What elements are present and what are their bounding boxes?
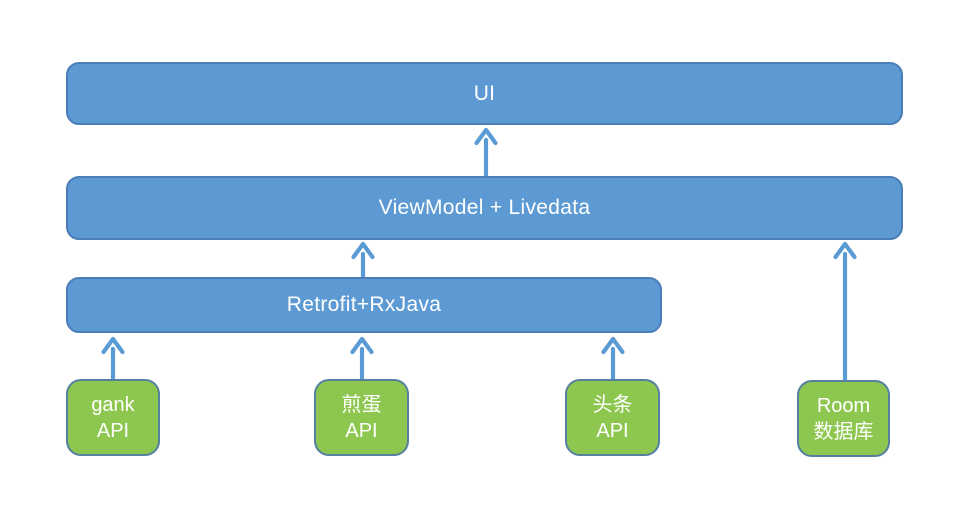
arrow-jiandan-to-retrofit [350, 336, 374, 381]
ui-node: UI [66, 62, 903, 125]
toutiao-api-node-label-line2: API [596, 419, 629, 442]
gank-api-node: gank API [66, 379, 160, 456]
room-database-node-label-line2: 数据库 [813, 420, 874, 443]
jiandan-api-node-label-line1: 煎蛋 [341, 393, 382, 416]
jiandan-api-node: 煎蛋 API [314, 379, 409, 456]
arrow-viewmodel-to-ui [474, 127, 498, 179]
toutiao-api-node: 头条 API [565, 379, 660, 456]
retrofit-rxjava-node-label: Retrofit+RxJava [286, 293, 442, 316]
gank-api-node-label-line2: API [96, 419, 130, 442]
viewmodel-livedata-node-label: ViewModel + Livedata [378, 196, 591, 219]
ui-node-label: UI [473, 81, 496, 105]
arrow-retrofit-to-viewmodel [351, 241, 375, 279]
gank-api-node-label-line1: gank [91, 393, 135, 416]
room-database-node: Room 数据库 [797, 380, 890, 457]
retrofit-rxjava-node: Retrofit+RxJava [66, 277, 662, 333]
viewmodel-livedata-node: ViewModel + Livedata [66, 176, 903, 240]
jiandan-api-node-label-line2: API [345, 419, 378, 442]
arrow-room-to-viewmodel [833, 241, 857, 382]
room-database-node-label-line1: Room [816, 394, 871, 417]
toutiao-api-node-label-line1: 头条 [592, 393, 633, 416]
arrow-gank-to-retrofit [101, 336, 125, 381]
arrow-toutiao-to-retrofit [601, 336, 625, 381]
